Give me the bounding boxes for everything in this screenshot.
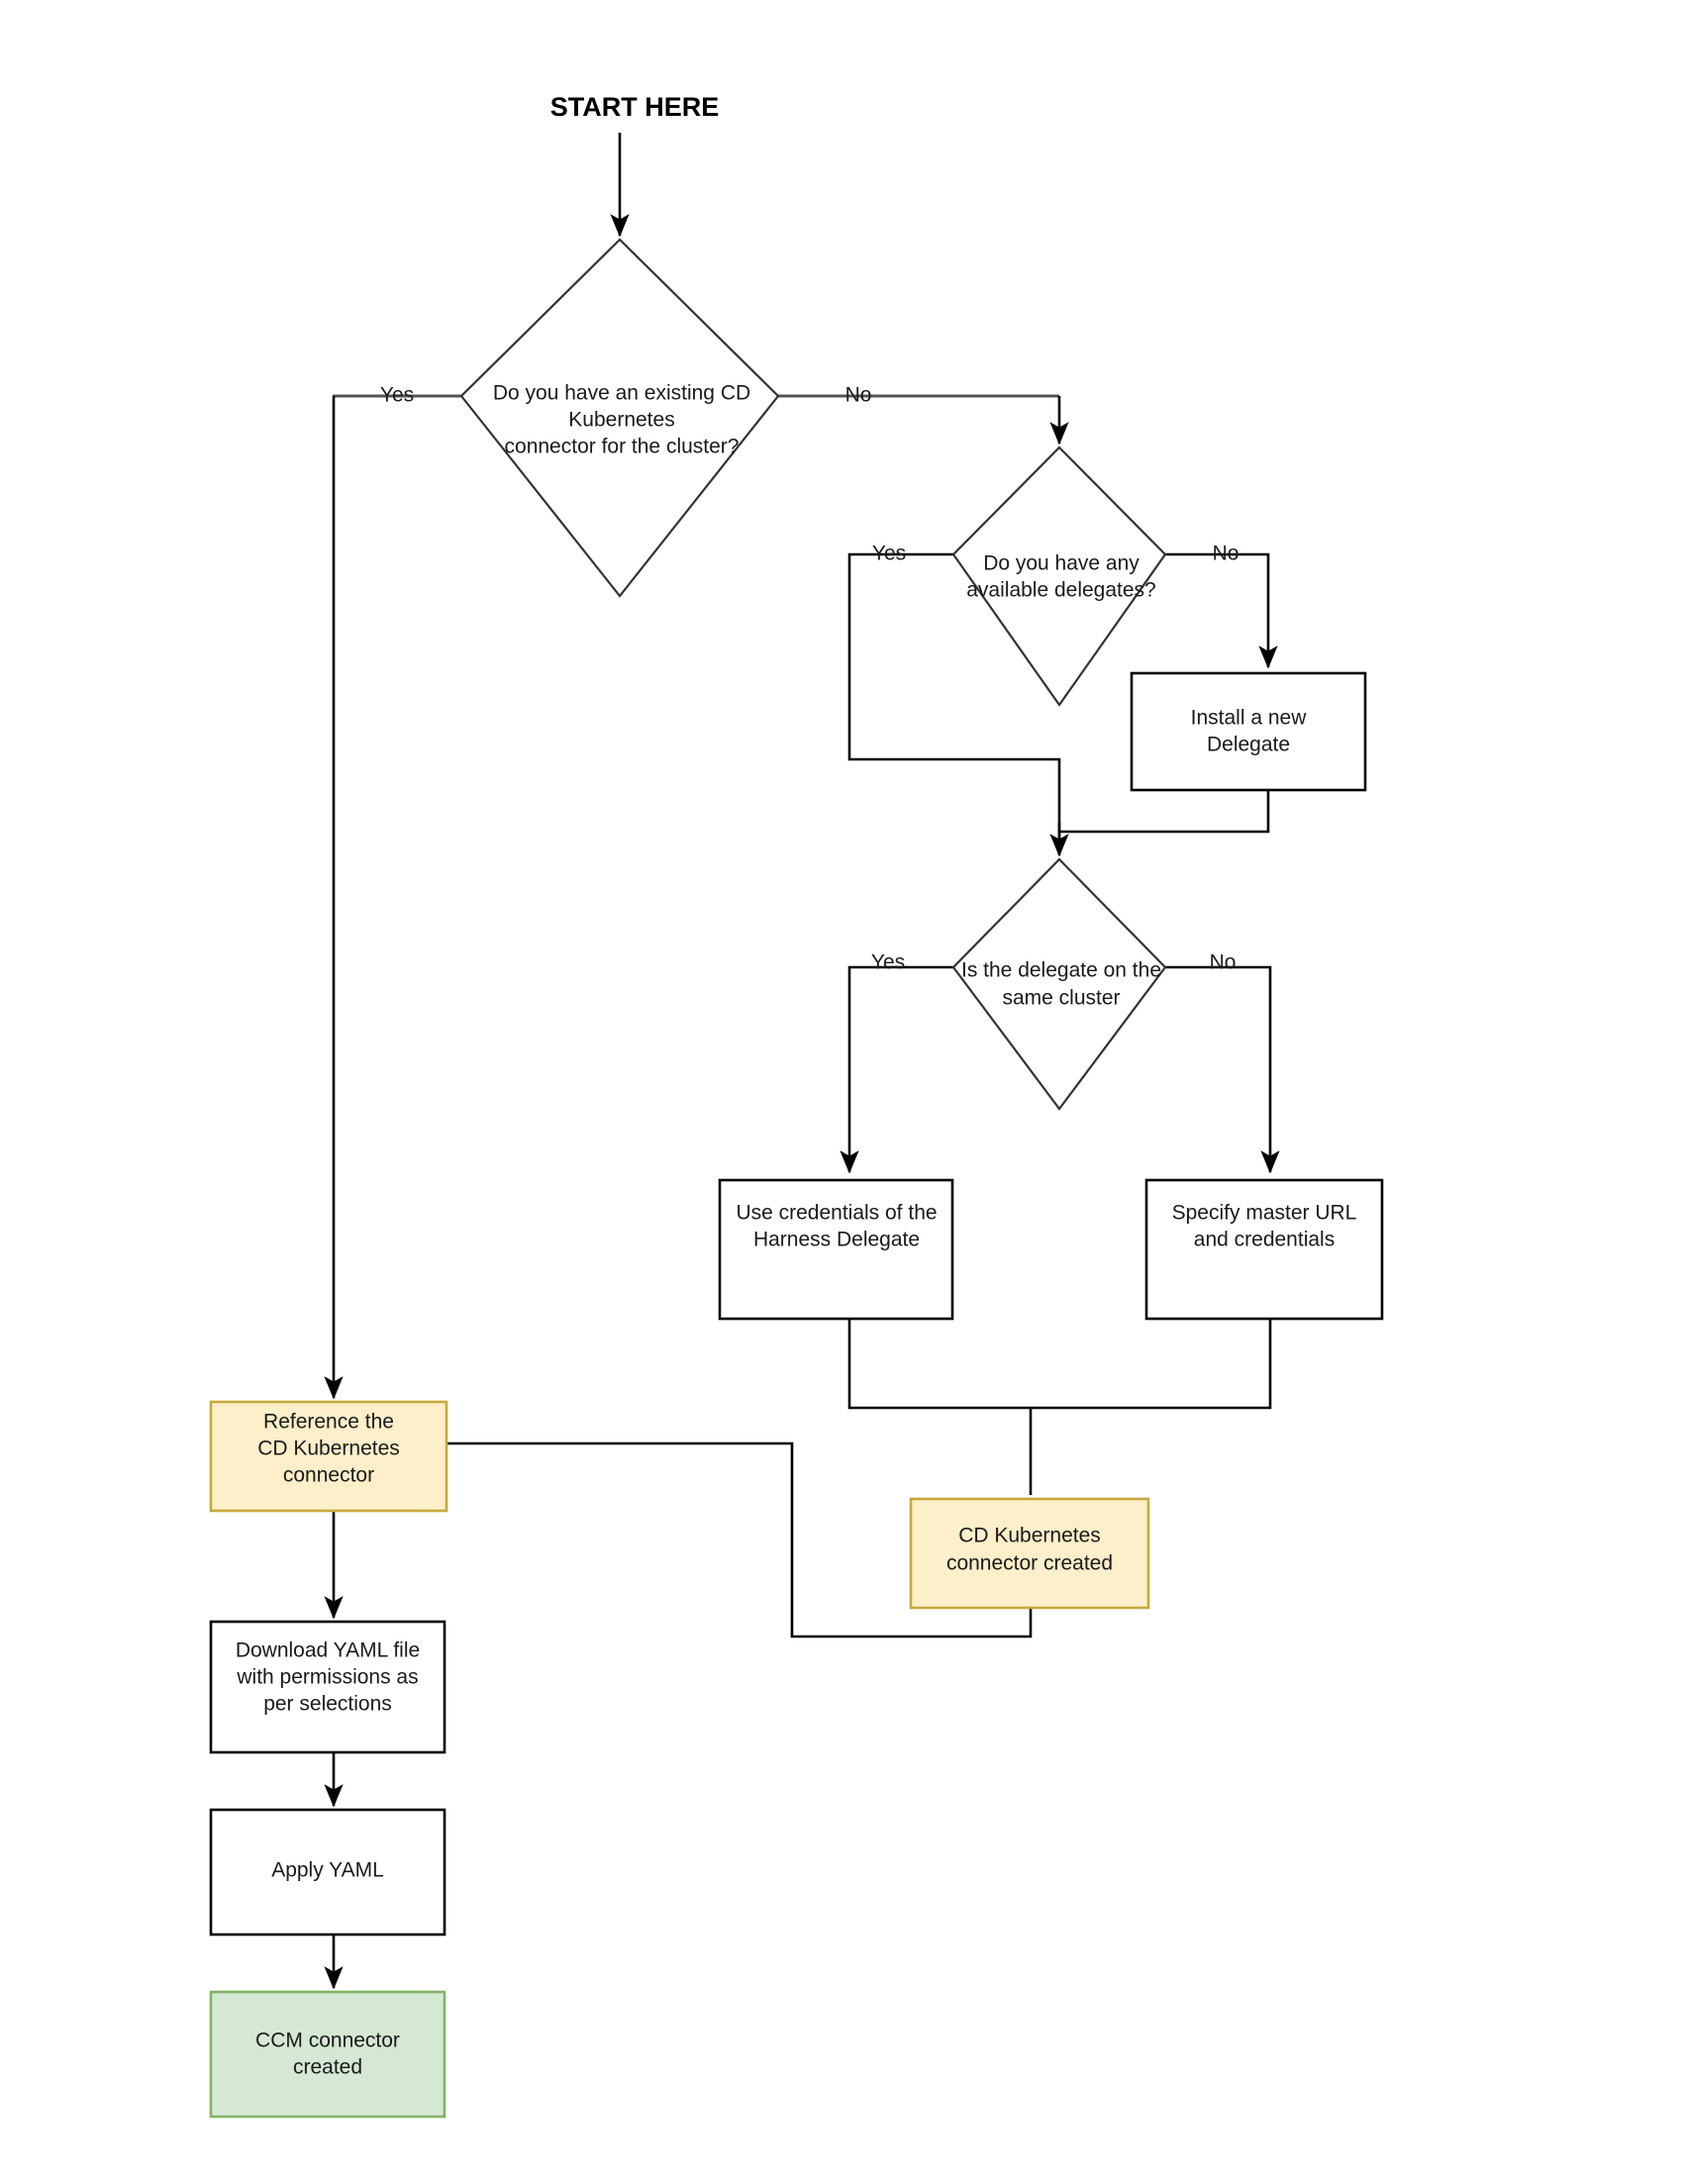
edge-decision2-yes-to-decision3 [847,552,1061,851]
edge-label-decision3-yes: Yes [871,951,905,974]
edge-decision3-no-to-masterurl [1165,965,1280,1174]
node-reference-cd-connector-line2: CD Kubernetes [257,1438,400,1460]
edge-label-decision1-no: No [845,384,872,407]
decision-available-delegates-line1: Do you have any [983,552,1140,575]
edge-usecreds-to-merge [847,1319,1031,1410]
node-download-yaml[interactable]: Download YAML file with permissions as p… [209,1620,446,1754]
node-apply-yaml[interactable]: Apply YAML [209,1808,446,1936]
node-use-delegate-credentials-line2: Harness Delegate [753,1229,920,1251]
edge-masterurl-to-merge [1031,1319,1272,1410]
edge-label-decision3-no: No [1210,951,1237,974]
node-reference-cd-connector-line3: connector [283,1464,374,1487]
decision-delegate-same-cluster-line2: same cluster [1002,987,1120,1010]
node-cd-connector-created[interactable]: CD Kubernetes connector created [909,1497,1150,1610]
node-reference-cd-connector-line1: Reference the [263,1411,394,1434]
node-ccm-connector-created[interactable]: CCM connector created [209,1990,446,2119]
node-install-new-delegate[interactable]: Install a new Delegate [1130,671,1367,792]
edge-install-to-decision3-merge [1059,790,1270,834]
decision-existing-cd-connector[interactable]: Do you have an existing CD Kubernetes co… [459,238,780,598]
node-specify-master-url-line1: Specify master URL [1172,1202,1357,1225]
decision-existing-cd-connector-line1: Do you have an existing CD [493,382,750,405]
node-install-new-delegate-line1: Install a new [1191,707,1308,730]
edge-decision2-no-to-install [1165,552,1278,669]
decision-existing-cd-connector-line2: Kubernetes [568,409,674,432]
edge-label-decision1-yes: Yes [380,384,414,407]
node-ccm-connector-created-line2: created [293,2056,362,2079]
edge-decision3-yes-to-usecreds [840,965,953,1174]
node-reference-cd-connector[interactable]: Reference the CD Kubernetes connector [209,1400,448,1513]
node-download-yaml-line2: with permissions as [236,1666,418,1689]
node-download-yaml-line3: per selections [263,1693,392,1716]
node-use-delegate-credentials[interactable]: Use credentials of the Harness Delegate [718,1178,954,1321]
node-apply-yaml-line1: Apply YAML [271,1859,384,1882]
decision-existing-cd-connector-line3: connector for the cluster? [505,436,740,458]
node-ccm-connector-created-line1: CCM connector [255,2030,400,2052]
decision-available-delegates-line2: available delegates? [966,579,1155,602]
decision-available-delegates[interactable]: Do you have any available delegates? [951,446,1167,707]
decision-delegate-same-cluster[interactable]: Is the delegate on the same cluster [951,857,1167,1111]
decision-delegate-same-cluster-line1: Is the delegate on the [961,959,1161,982]
start-here-label: START HERE [550,92,720,122]
edge-label-decision2-no: No [1213,543,1239,565]
node-install-new-delegate-line2: Delegate [1207,734,1290,756]
node-use-delegate-credentials-line1: Use credentials of the [736,1202,937,1225]
edge-cd-created-to-reference [335,1434,1033,1638]
edge-label-decision2-yes: Yes [872,543,906,565]
node-cd-connector-created-line1: CD Kubernetes [958,1525,1101,1547]
node-download-yaml-line1: Download YAML file [236,1639,420,1662]
node-specify-master-url-line2: and credentials [1194,1229,1335,1251]
node-cd-connector-created-line2: connector created [946,1552,1113,1575]
node-specify-master-url[interactable]: Specify master URL and credentials [1144,1178,1384,1321]
